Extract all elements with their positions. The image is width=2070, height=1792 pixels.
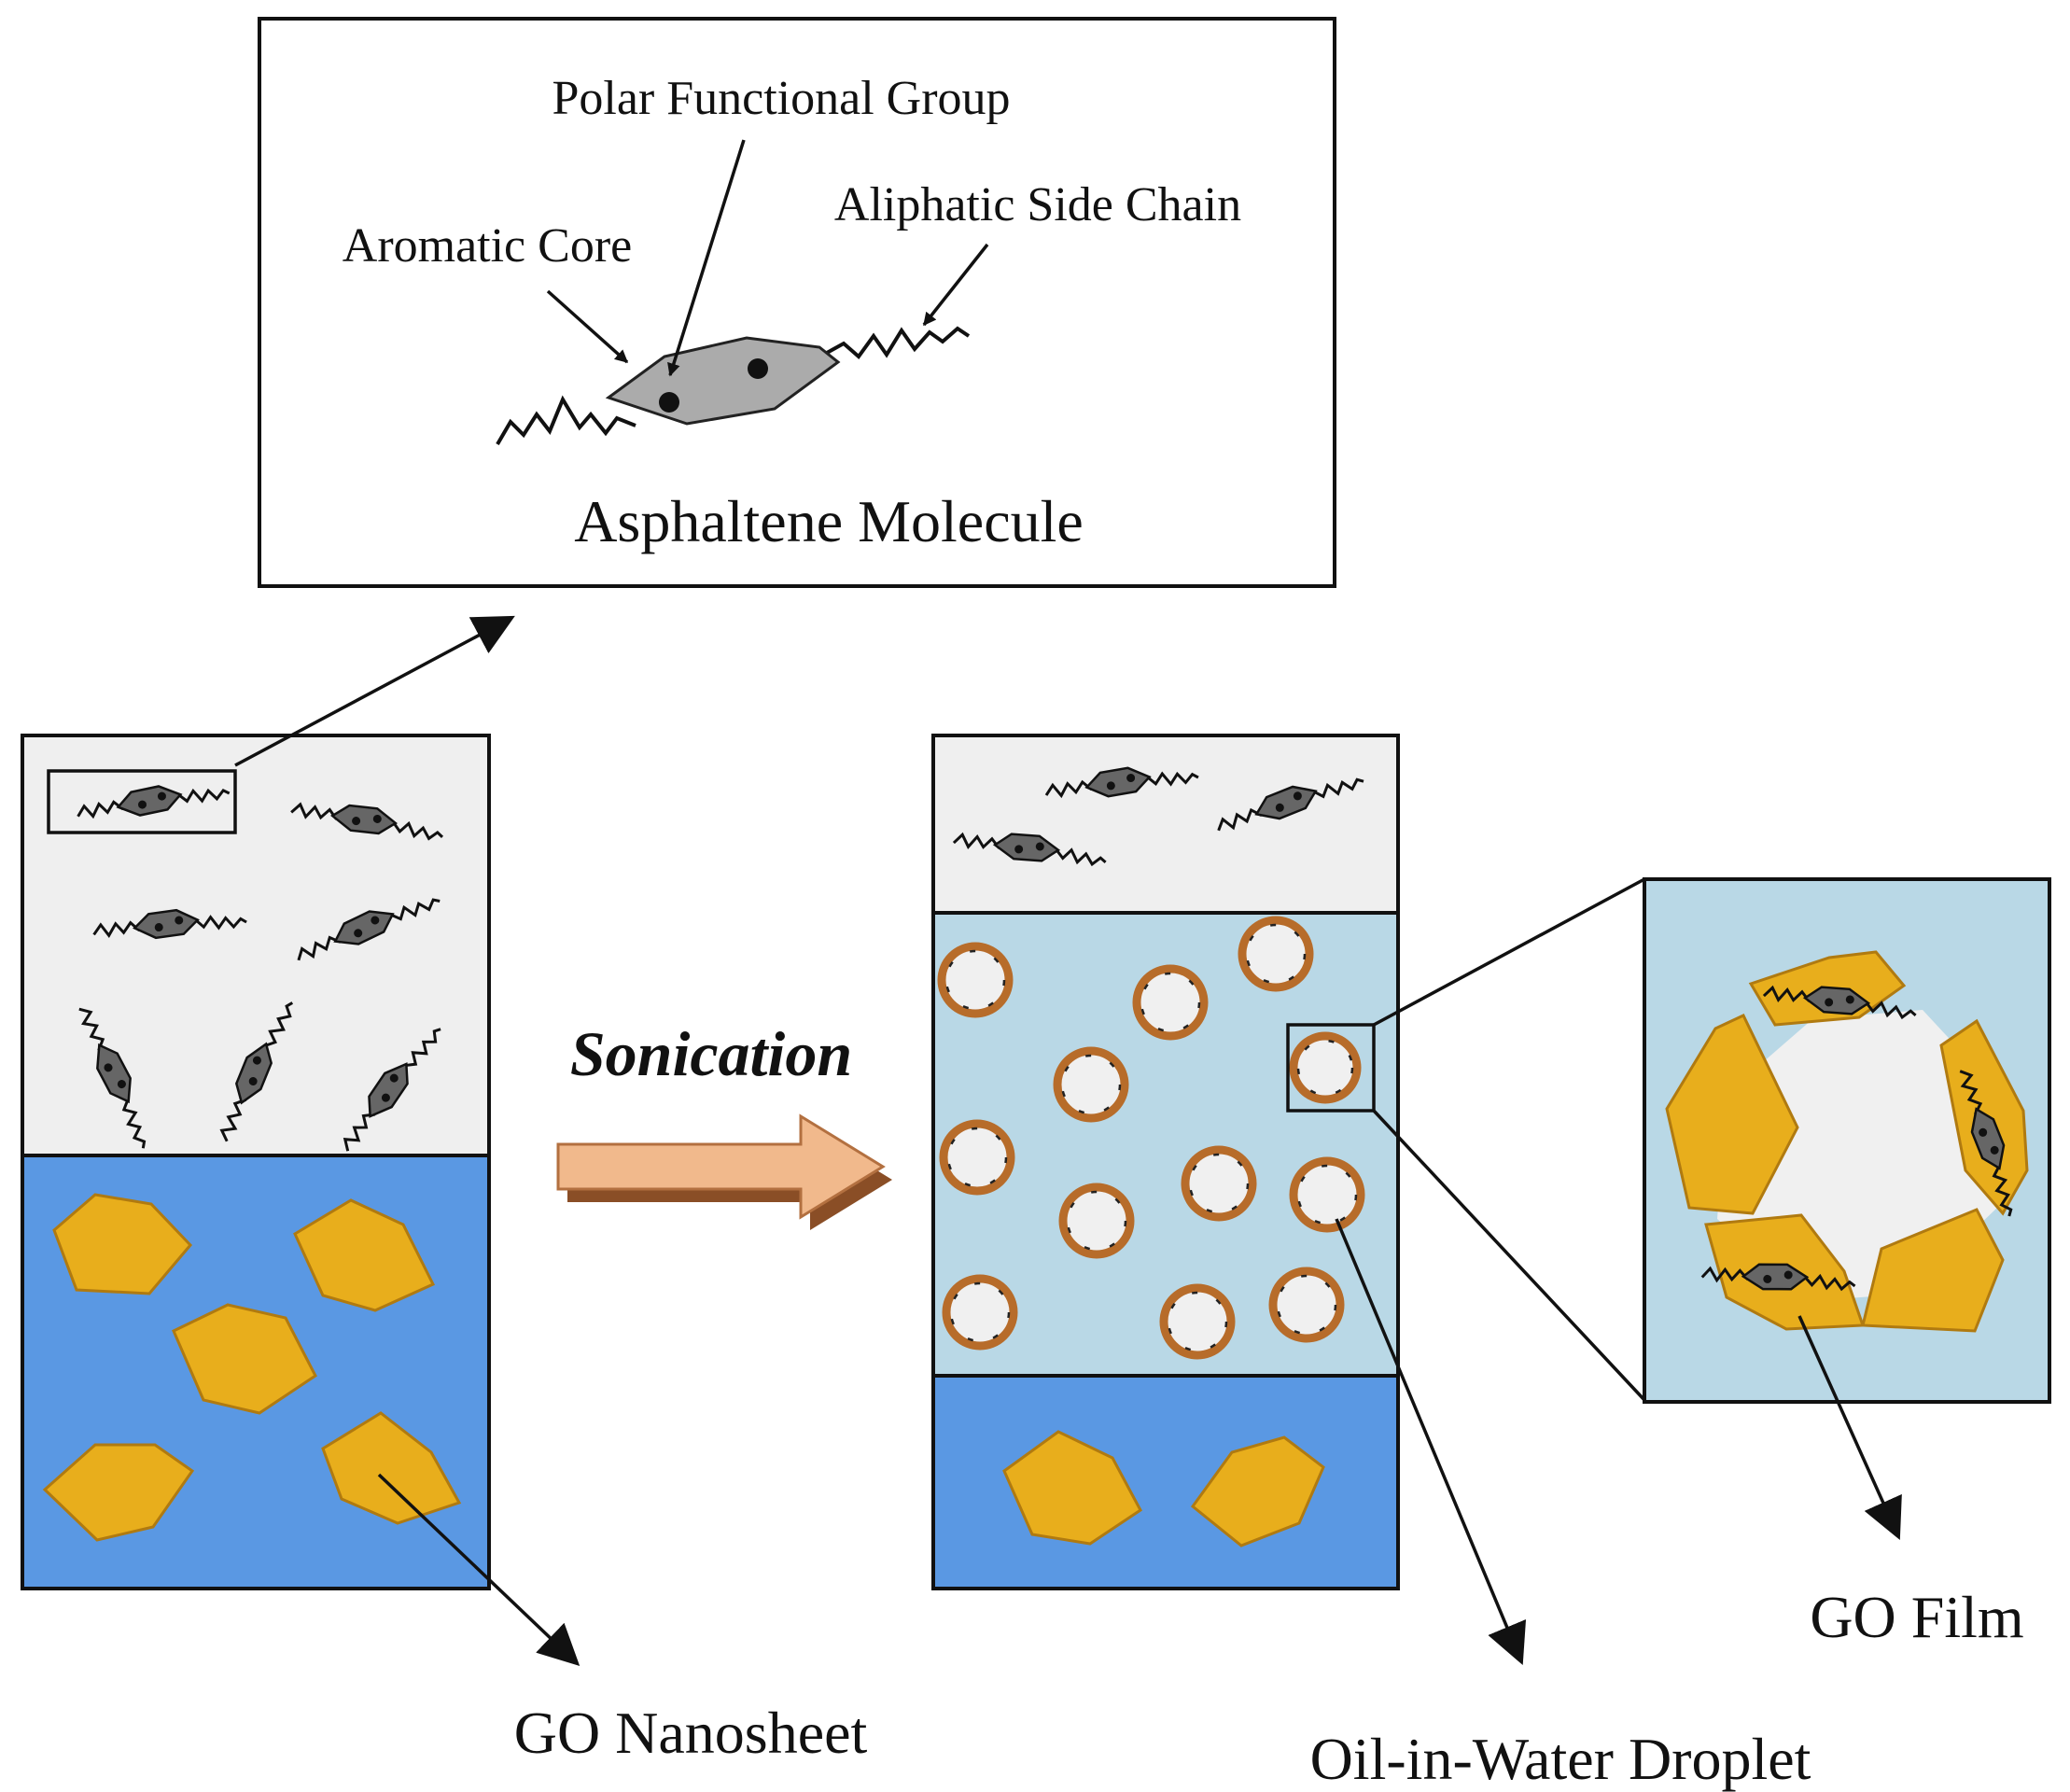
highlighted-molecule-box xyxy=(47,769,237,834)
oil-droplet xyxy=(1238,916,1314,992)
droplet-label: Oil-in-Water Droplet xyxy=(1310,1726,1811,1792)
asphaltene-molecule-label: Asphaltene Molecule xyxy=(574,488,1084,554)
droplet-pointer xyxy=(1335,1218,1527,1666)
water-phase xyxy=(931,1374,1400,1590)
inset-frame xyxy=(258,17,1336,588)
asphaltene-inset-panel: Polar Functional Group Aliphatic Side Ch… xyxy=(258,17,1336,588)
initial-container xyxy=(21,615,580,1667)
aromatic-core-label: Aromatic Core xyxy=(343,219,632,273)
go-sheet xyxy=(172,1303,317,1415)
aliphatic-chain-label: Aliphatic Side Chain xyxy=(834,178,1241,231)
oil-droplet xyxy=(1058,1183,1135,1259)
oil-droplet xyxy=(1289,1156,1365,1233)
zoom-selection-box xyxy=(1286,1023,1376,1113)
polar-group-label: Polar Functional Group xyxy=(552,72,1010,125)
oil-droplets xyxy=(937,916,1365,1360)
go-nanosheet-pointer xyxy=(377,1473,580,1667)
go-film-pointer xyxy=(1797,1315,1902,1541)
polar-group-dot xyxy=(748,358,768,379)
go-nanosheets xyxy=(1002,1430,1325,1547)
sonication-label: Sonication xyxy=(570,1018,852,1089)
zoom-line-bottom xyxy=(1372,1109,1646,1402)
sonication-step: Sonication xyxy=(556,1018,892,1230)
zoom-arrow xyxy=(234,615,515,767)
oil-droplet xyxy=(1053,1046,1129,1123)
oil-droplet xyxy=(1159,1283,1236,1360)
asphaltene-molecule-large xyxy=(496,326,971,446)
oil-droplet xyxy=(1132,964,1209,1041)
oil-droplet xyxy=(939,1119,1015,1196)
go-film-zoom-panel xyxy=(1643,877,2051,1541)
go-sheet xyxy=(1861,1208,2005,1333)
go-sheet xyxy=(1002,1430,1142,1546)
go-sheet xyxy=(1665,1014,1799,1215)
go-film-label: GO Film xyxy=(1810,1584,2023,1650)
oil-droplet xyxy=(1181,1145,1257,1222)
zoom-line-top xyxy=(1373,877,1645,1027)
aliphatic-chain-pointer xyxy=(922,243,989,327)
go-sheet xyxy=(1190,1435,1325,1547)
oil-droplet xyxy=(937,942,1014,1018)
go-sheet xyxy=(293,1198,436,1312)
residual-oil-phase xyxy=(931,734,1400,915)
sonication-arrow xyxy=(556,1113,886,1220)
oil-droplet xyxy=(942,1274,1018,1351)
polar-group-pointer xyxy=(667,139,746,377)
emulsion-container xyxy=(931,734,1527,1666)
oil-droplet xyxy=(1289,1031,1362,1104)
go-sheet xyxy=(52,1193,193,1295)
go-sheet xyxy=(42,1443,195,1542)
polar-group-dot xyxy=(659,392,679,413)
go-nanosheet-label: GO Nanosheet xyxy=(514,1700,868,1766)
aromatic-core-pointer xyxy=(546,289,629,364)
go-nanosheets xyxy=(42,1193,462,1542)
oil-droplet xyxy=(1268,1267,1345,1343)
go-sheet xyxy=(321,1411,462,1525)
